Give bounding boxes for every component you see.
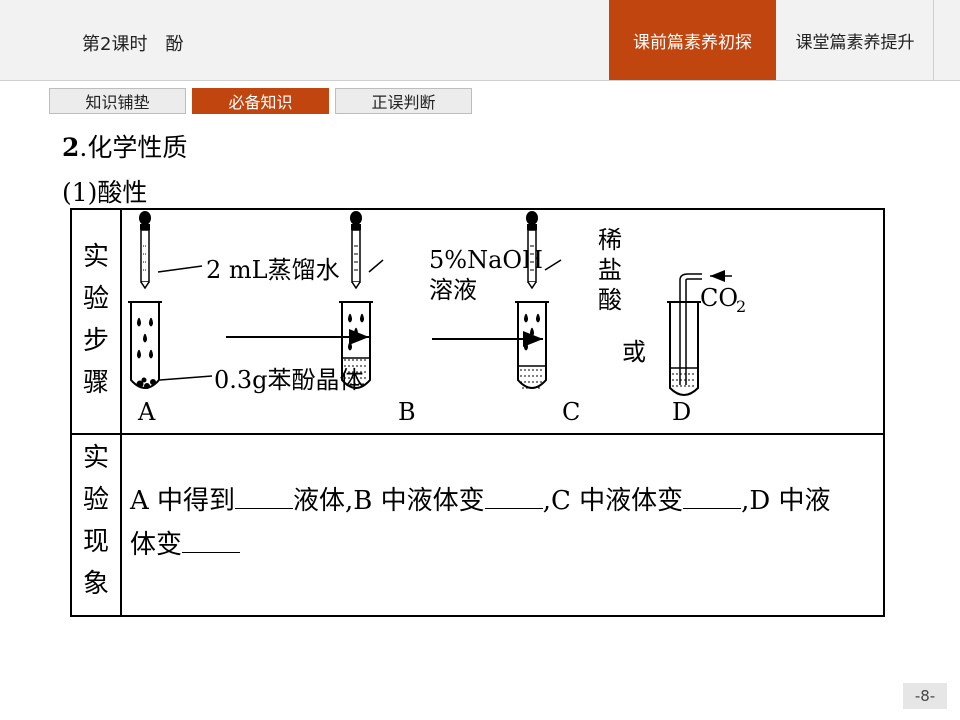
label-acid-2: 盐 — [598, 256, 622, 284]
section-subheading: (1)酸性 — [62, 178, 148, 207]
label-co2: CO — [700, 284, 738, 312]
row-label-steps: 实 验 步 骤 — [70, 208, 122, 435]
phenomenon-text: A 中得到液体,B 中液体变,C 中液体变,D 中液 体变 — [120, 433, 885, 617]
page-number: -8- — [903, 683, 947, 709]
label-or: 或 — [622, 338, 646, 366]
subtab-essential-knowledge[interactable]: 必备知识 — [192, 88, 329, 114]
experiment-table: 实 验 步 骤 — [70, 208, 885, 617]
blank-4[interactable] — [182, 526, 241, 553]
subtab-knowledge-base[interactable]: 知识铺垫 — [49, 88, 186, 114]
tab-in-class[interactable]: 课堂篇素养提升 — [777, 0, 934, 80]
section-heading: 2.化学性质 — [62, 133, 188, 162]
label-water: 2 mL蒸馏水 — [206, 256, 340, 284]
test-tube-b — [339, 211, 384, 389]
label-naoh-line1: 5%NaOH — [429, 246, 543, 274]
lesson-title: 第2课时 酚 — [82, 34, 184, 55]
blank-1[interactable] — [235, 482, 294, 509]
subtab-true-false[interactable]: 正误判断 — [335, 88, 472, 114]
test-tube-c — [515, 211, 562, 389]
experiment-diagram: 2 mL蒸馏水 0.3g苯酚晶体 A — [128, 211, 746, 426]
tube-label-c: C — [562, 398, 580, 426]
top-bar: 第2课时 酚 课前篇素养初探 课堂篇素养提升 — [0, 0, 960, 81]
tube-label-d: D — [672, 398, 691, 426]
label-acid-1: 稀 — [598, 226, 622, 254]
experiment-diagram-cell: 2 mL蒸馏水 0.3g苯酚晶体 A — [120, 208, 885, 435]
blank-2[interactable] — [484, 482, 543, 509]
tube-label-b: B — [398, 398, 416, 426]
row-label-phenomenon: 实 验 现 象 — [70, 433, 122, 617]
label-naoh-line2: 溶液 — [429, 276, 477, 304]
tube-label-a: A — [137, 398, 156, 426]
tab-pre-class[interactable]: 课前篇素养初探 — [609, 0, 776, 80]
test-tube-d — [667, 270, 732, 396]
test-tube-a — [128, 211, 213, 389]
label-phenol: 0.3g苯酚晶体 — [214, 366, 364, 394]
label-acid-3: 酸 — [598, 286, 622, 314]
label-co2-subscript: 2 — [736, 297, 746, 316]
blank-3[interactable] — [683, 482, 742, 509]
